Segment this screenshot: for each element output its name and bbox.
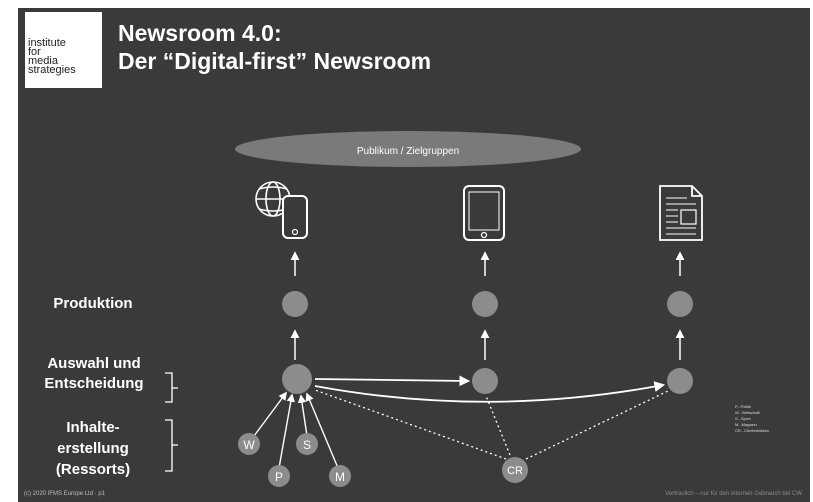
ressort-node-m xyxy=(329,465,351,487)
cr-link-tablet xyxy=(485,395,511,456)
tablet-icon xyxy=(463,185,505,241)
stage-label-produktion: Produktion xyxy=(53,295,133,312)
slide-title-line1: Newsroom 4.0: xyxy=(118,20,282,46)
ressort-node-p xyxy=(268,465,290,487)
stage-label-auswahl-1: Auswahl und xyxy=(47,355,141,372)
logo-line: for xyxy=(28,46,41,58)
ressort-label-w: W xyxy=(243,438,255,452)
slide-title-line2: Der “Digital-first” Newsroom xyxy=(118,48,432,74)
arrow-s-to-decision xyxy=(297,394,308,437)
production-node-print xyxy=(667,291,693,317)
logo-line: institute xyxy=(28,37,66,49)
arrow-main-to-tablet xyxy=(314,375,471,387)
footer-copyright: (c) 2020 IFMS Europe Ltd · p1 xyxy=(24,491,106,497)
legend-item: S...Sport xyxy=(735,416,751,421)
audience-ellipse xyxy=(235,131,581,167)
ressort-label-m: M xyxy=(335,470,345,484)
cr-link-main xyxy=(314,389,507,460)
stage-label-inhalte-3: (Ressorts) xyxy=(55,461,131,478)
ressort-node-w xyxy=(238,433,260,455)
production-node-tablet xyxy=(472,291,498,317)
ressort-legend: P...Politik W...Wirtschaft S...Sport M..… xyxy=(735,404,769,434)
footer-confidential: Vertraulich – nur für den internen Gebra… xyxy=(665,491,802,497)
bracket-inhalte xyxy=(165,419,178,472)
ressort-node-cr xyxy=(502,457,528,483)
ressort-label-p: P xyxy=(275,470,283,484)
legend-item: CR...Chefredaktion xyxy=(735,428,770,433)
decision-node-tablet xyxy=(472,368,498,394)
legend-item: P...Politik xyxy=(735,404,752,409)
cr-link-print xyxy=(525,390,669,460)
logo-line: strategies xyxy=(28,64,76,76)
newspaper-icon xyxy=(659,185,703,241)
arrow-p-to-decision xyxy=(278,393,295,469)
newsroom-diagram: Publikum / Zielgruppen xyxy=(165,131,703,487)
ims-logo: institute for media strategies xyxy=(25,12,102,88)
stage-label-inhalte-1: Inhalte- xyxy=(66,419,120,436)
ressort-label-cr: CR xyxy=(507,465,523,477)
production-node-digital xyxy=(282,291,308,317)
stage-label-inhalte-2: erstellung xyxy=(57,440,129,457)
ressort-label-s: S xyxy=(303,438,311,452)
audience-label: Publikum / Zielgruppen xyxy=(357,146,459,157)
decision-node-main xyxy=(282,364,312,394)
smartphone-icon xyxy=(282,195,308,239)
bracket-auswahl xyxy=(165,372,178,403)
decision-node-print xyxy=(667,368,693,394)
slide: institute for media strategies Newsroom … xyxy=(18,8,810,502)
stage-label-auswahl-2: Entscheidung xyxy=(44,375,144,392)
arrow-m-to-decision xyxy=(305,392,339,469)
logo-line: media xyxy=(28,55,58,67)
legend-item: W...Wirtschaft xyxy=(735,410,760,415)
arrow-w-to-decision xyxy=(253,391,288,437)
legend-item: M...Magazin xyxy=(735,422,757,427)
arrow-main-to-print xyxy=(314,381,666,403)
ressort-node-s xyxy=(296,433,318,455)
